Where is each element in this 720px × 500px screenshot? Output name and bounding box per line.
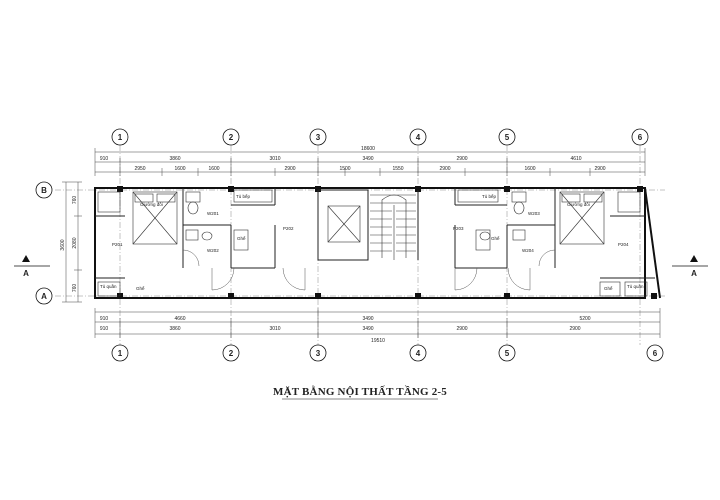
label-chair-wc203: Ghế (491, 236, 500, 241)
label-cabinet-right: Tủ bếp (482, 193, 497, 199)
label-chair-left: Ghế (136, 286, 145, 291)
elevator-shaft (327, 205, 361, 243)
room-p204: P204 (618, 242, 629, 247)
drawing-title: MẶT BẰNG NỘI THẤT TẦNG 2-5 (273, 385, 447, 398)
axis-bubbles-bottom (111, 344, 664, 362)
dim-bottom-mid-2: 4660 (174, 316, 185, 322)
dim-top-row-6: 1550 (392, 166, 403, 172)
room-wc201: W201 (207, 211, 219, 216)
axis-top-4: 4 (416, 133, 421, 142)
dim-left-outer: 3600 (60, 239, 66, 250)
dim-bottom-row-6: 2900 (569, 326, 580, 332)
exterior-walls (94, 187, 661, 299)
dim-bottom-mid-3: 3490 (362, 316, 373, 322)
dim-bottom-row-4: 3490 (362, 326, 373, 332)
label-wardrobe-right: Tủ quần (627, 283, 644, 289)
dim-left-inner-1: 760 (72, 196, 78, 205)
top-dimensions (94, 148, 646, 176)
axis-bottom-2: 2 (229, 349, 234, 358)
room-wc204: W204 (522, 248, 534, 253)
dim-top-row-9: 2900 (594, 166, 605, 172)
bed-right (559, 191, 605, 245)
section-mark-right: A (691, 269, 697, 278)
dim-bottom-row-1: 910 (100, 326, 109, 332)
dim-bottom-row-2: 3860 (169, 326, 180, 332)
axis-bottom-3: 3 (316, 349, 321, 358)
room-wc202: W202 (207, 248, 219, 253)
room-wc203: W203 (528, 211, 540, 216)
axis-top-1: 1 (118, 133, 123, 142)
axis-bottom-1: 1 (118, 349, 123, 358)
dim-top-mid-3: 3010 (269, 156, 280, 162)
dim-bottom-total: 19510 (371, 338, 385, 344)
dim-top-row-5: 1500 (339, 166, 350, 172)
room-p203: P203 (453, 226, 464, 231)
dim-bottom-row-5: 2900 (456, 326, 467, 332)
left-dimensions (62, 181, 82, 303)
dim-top-row-7: 2900 (439, 166, 450, 172)
interior-walls (95, 188, 655, 279)
dim-top-row-3: 1600 (208, 166, 219, 172)
axis-left-b: B (41, 186, 47, 195)
section-mark-left: A (23, 269, 29, 278)
dim-top-mid-5: 2900 (456, 156, 467, 162)
dim-top-mid-6: 4610 (570, 156, 581, 162)
axis-bubbles-top (111, 128, 649, 146)
label-chair-right: Ghế (604, 286, 613, 291)
section-marker-right (672, 255, 708, 267)
axis-bubbles-left (35, 181, 53, 305)
axis-top-2: 2 (229, 133, 234, 142)
door-swings (182, 249, 556, 291)
dim-top-mid-2: 3860 (169, 156, 180, 162)
label-bed-right: Giường đôi (567, 202, 590, 207)
dim-top-mid-1: 910 (100, 156, 109, 162)
dim-top-row-8: 1600 (524, 166, 535, 172)
axis-top-3: 3 (316, 133, 321, 142)
dim-top-row-2: 1600 (174, 166, 185, 172)
label-bed-left: Giường đôi (140, 202, 163, 207)
bottom-dimensions (94, 308, 661, 338)
label-cabinet-left: Tủ bếp (236, 193, 251, 199)
section-marker-left (14, 255, 50, 267)
dim-top-row-1: 2950 (134, 166, 145, 172)
axis-left-a: A (41, 292, 47, 301)
label-chair-wc202: Ghế (237, 236, 246, 241)
axis-bottom-6: 6 (653, 349, 658, 358)
bed-left (132, 191, 178, 245)
dim-bottom-row-3: 3010 (269, 326, 280, 332)
dim-top-mid-4: 3490 (362, 156, 373, 162)
room-p202: P202 (283, 226, 294, 231)
staircase (370, 194, 416, 260)
dim-bottom-mid-4: 5200 (579, 316, 590, 322)
room-p201: P201 (112, 242, 123, 247)
axis-top-6: 6 (638, 133, 643, 142)
label-wardrobe-left: Tủ quần (100, 283, 117, 289)
dim-bottom-mid-1: 910 (100, 316, 109, 322)
axis-top-5: 5 (505, 133, 510, 142)
dim-left-inner-3: 760 (72, 284, 78, 293)
axis-bottom-5: 5 (505, 349, 510, 358)
bathroom-fixtures (97, 189, 648, 297)
dim-left-inner-2: 2080 (72, 237, 78, 248)
dim-top-total: 18600 (361, 146, 375, 152)
dim-top-row-4: 2900 (284, 166, 295, 172)
axis-bottom-4: 4 (416, 349, 421, 358)
axis-grid (55, 145, 665, 345)
